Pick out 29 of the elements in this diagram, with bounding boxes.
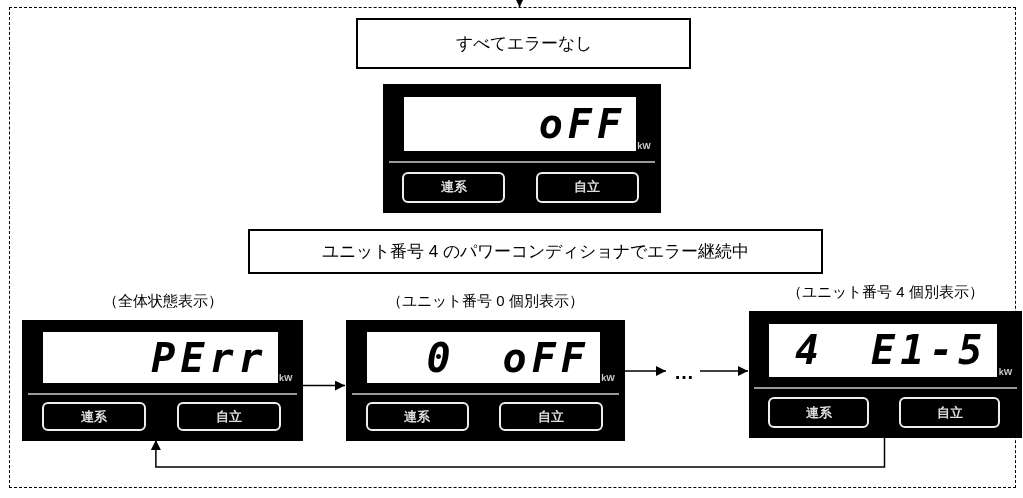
indicator-button: 自立: [535, 171, 639, 203]
segment-display-text: PErr: [151, 333, 268, 383]
segment-display-text: 4 E1-5: [794, 326, 988, 376]
caption-label: （ユニット番号 4 個別表示）: [787, 283, 984, 302]
indicator-button: 自立: [899, 397, 1001, 428]
display-panel: [383, 84, 661, 213]
display-panel: [749, 311, 1022, 438]
arrow: [699, 366, 749, 376]
indicator-button: 連系: [402, 171, 506, 203]
unit-label: kW: [998, 366, 1013, 377]
segment-display-text: oFF: [538, 99, 626, 149]
arrow: [150, 436, 886, 468]
unit-label: kW: [637, 140, 651, 151]
display-panel: [346, 320, 625, 441]
indicator-button: 連系: [41, 402, 146, 432]
unit-label: kW: [279, 373, 293, 384]
caption-label: （全体状態表示）: [102, 292, 223, 311]
ellipsis-text: …: [667, 361, 701, 383]
caption-label: （ユニット番号 0 個別表示）: [387, 292, 584, 311]
indicator-button: 自立: [499, 402, 603, 432]
unit-label: kW: [601, 373, 615, 384]
arrow: [514, 0, 525, 8]
indicator-button: 自立: [176, 402, 281, 432]
indicator-button: 連系: [365, 402, 469, 432]
text-box: すべてエラーなし: [356, 18, 691, 69]
display-panel: [22, 320, 303, 441]
indicator-button: 連系: [768, 397, 870, 428]
text-box: ユニット番号 4 のパワーコンディショナでエラー継続中: [248, 229, 823, 274]
segment-display-text: 0 oFF: [426, 333, 590, 383]
